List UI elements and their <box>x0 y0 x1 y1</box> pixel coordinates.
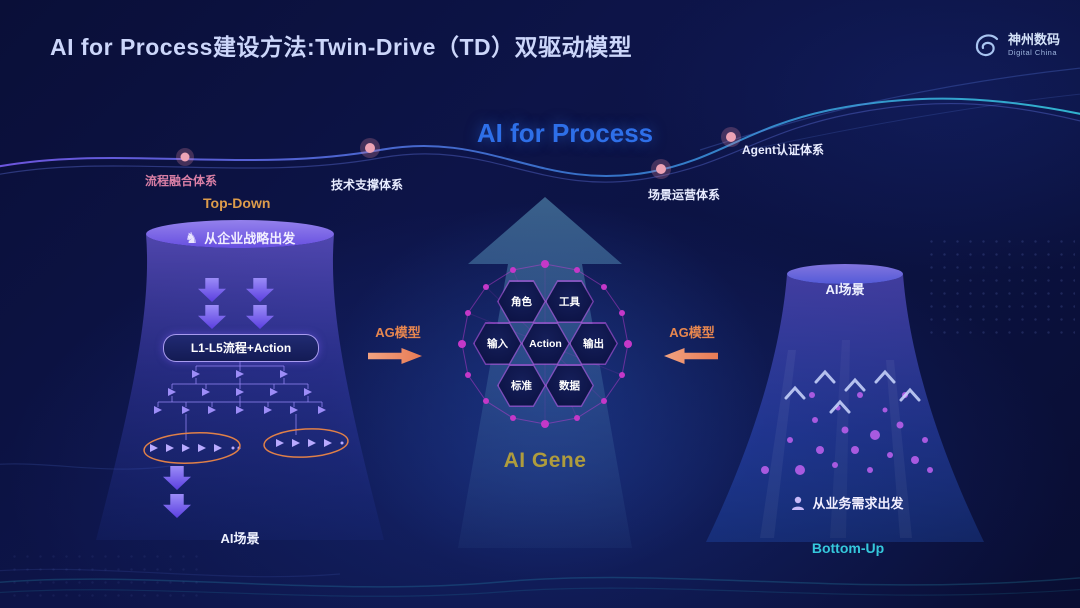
ai-gene-label: AI Gene <box>503 449 587 472</box>
curve-node-dot <box>365 143 375 153</box>
left-scene-label: AI场景 <box>220 531 260 546</box>
top-down-label: Top-Down <box>203 195 271 211</box>
logo-swirl-icon <box>975 34 999 57</box>
curve-label-scene-operation: 场景运营体系 <box>648 188 721 202</box>
hex-standard-label: 标准 <box>498 365 545 406</box>
bottom-wave-decoration <box>0 463 1080 597</box>
curve-label-process-fusion: 流程融合体系 <box>145 174 218 188</box>
hex-output-label: 输出 <box>570 323 617 364</box>
curve-node-dot <box>180 152 190 162</box>
dot-grid-decoration <box>8 550 208 600</box>
hex-action-label: Action <box>522 323 569 364</box>
business-needs-text: 从业务需求出发 <box>812 496 904 511</box>
process-tree <box>143 360 349 464</box>
hex-tool-label: 工具 <box>546 281 593 322</box>
process-levels-pill: L1-L5流程+Action <box>163 334 319 362</box>
person-icon <box>792 496 805 510</box>
hex-action: Action <box>521 322 570 365</box>
curve-label-tech-support: 技术支撑体系 <box>331 178 404 192</box>
right-scene-label: AI场景 <box>825 282 865 297</box>
hex-input-label: 输入 <box>474 323 521 364</box>
business-needs-banner: 从业务需求出发 <box>772 493 922 512</box>
curve-node-dot <box>656 164 666 174</box>
ag-model-right-label: AG模型 <box>669 325 715 340</box>
bottom-up-label: Bottom-Up <box>811 540 885 556</box>
center-heading: AI for Process <box>476 118 654 148</box>
hex-data-label: 数据 <box>546 365 593 406</box>
hex-data: 数据 <box>545 364 594 407</box>
logo-subtitle: Digital China <box>1008 47 1058 57</box>
slide-title: AI for Process建设方法:Twin-Drive（TD）双驱动模型 <box>50 34 633 60</box>
ag-model-left-label: AG模型 <box>375 325 421 340</box>
up-arrow-icons <box>784 369 921 414</box>
hex-role-label: 角色 <box>498 281 545 322</box>
big-up-arrow <box>458 197 632 548</box>
chess-knight-icon: ♞ <box>184 229 199 247</box>
strategy-banner: ♞ 从企业战略出发 <box>160 228 320 247</box>
curve-label-agent-certification: Agent认证体系 <box>742 143 824 157</box>
strategy-text: 从企业战略出发 <box>204 231 296 246</box>
digital-china-logo: 神州数码 Digital China <box>972 30 1060 60</box>
curve-node-dot <box>726 132 736 142</box>
hex-output: 输出 <box>569 322 618 365</box>
scatter-dots <box>761 392 933 475</box>
curve-node-dots <box>176 127 741 179</box>
logo-name: 神州数码 <box>1008 32 1061 48</box>
wave-curve <box>0 67 1080 183</box>
highlight-ellipse <box>143 428 349 464</box>
dot-grid-decoration <box>925 235 1075 340</box>
hex-tool: 工具 <box>545 280 594 323</box>
hex-input: 输入 <box>473 322 522 365</box>
